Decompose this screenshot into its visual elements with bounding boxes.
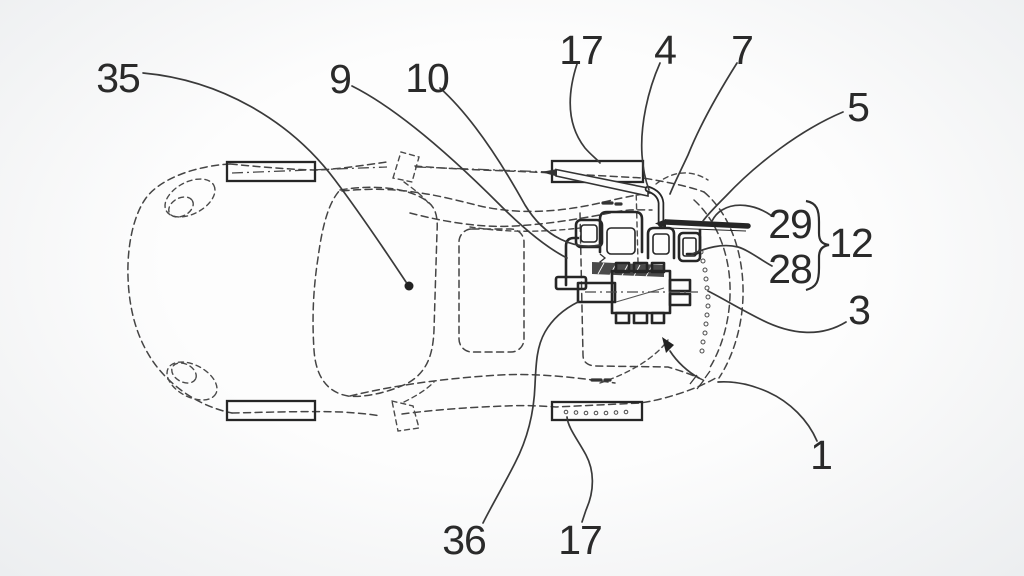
ref-label-17-bottom: 17 [558,517,602,563]
leader-17-top [569,63,601,164]
leader-1 [717,380,818,442]
ref-label-17-top: 17 [559,27,603,73]
leader-35-dot [404,281,414,291]
break-hatch-marks [689,370,711,390]
right-clamp [646,226,676,260]
strip-dot-row [563,409,629,416]
ref-label-9: 9 [329,56,351,102]
sill-strip-rear-left [225,160,317,183]
ref-label-10: 10 [405,55,449,101]
mid-housing [598,210,644,254]
deployment-arrow [662,337,700,379]
connector-tabs [614,261,692,325]
sensor-assembly [541,168,751,325]
leader-4 [640,62,661,191]
ref-label-12: 12 [829,220,873,266]
sill-strip-rear-right [225,399,317,422]
retainer-bar [663,219,751,229]
ref-label-3: 3 [848,287,870,333]
body-feature-lines [231,166,711,397]
elbow-tube [644,185,665,228]
bar-clamp [677,231,702,263]
brace-12 [805,199,830,292]
leader-10 [439,87,601,247]
reference-labels: 35 9 10 17 4 7 5 29 28 12 3 1 36 17 [96,27,874,563]
leader-7 [669,62,738,195]
rear-wheel-loops [164,178,218,401]
control-block [610,269,672,315]
car-body-outline [127,161,744,417]
leader-9 [351,85,568,259]
rivet-circle-band [698,249,711,354]
leader-35 [142,72,407,283]
side-mirrors [391,151,435,432]
leader-3 [707,290,847,334]
sill-strip-front-right [550,400,644,422]
leader-29 [711,204,773,222]
ref-label-36: 36 [442,517,486,563]
cabin-greenhouse [312,186,525,398]
ref-label-1: 1 [810,432,832,478]
ref-label-29: 29 [768,201,812,247]
ref-label-5: 5 [847,84,869,130]
lever-needle-tip [541,169,557,177]
leader-17-bottom [566,416,594,523]
left-step-bracket [564,236,580,287]
leader-5 [702,111,844,222]
ref-label-4: 4 [654,27,676,73]
ref-label-7: 7 [731,27,753,73]
ref-label-35: 35 [96,55,140,101]
ref-label-28: 28 [768,246,812,292]
leader-28 [691,244,773,267]
leader-36 [482,301,579,524]
leader-lines [142,62,847,524]
small-housing [574,218,604,249]
